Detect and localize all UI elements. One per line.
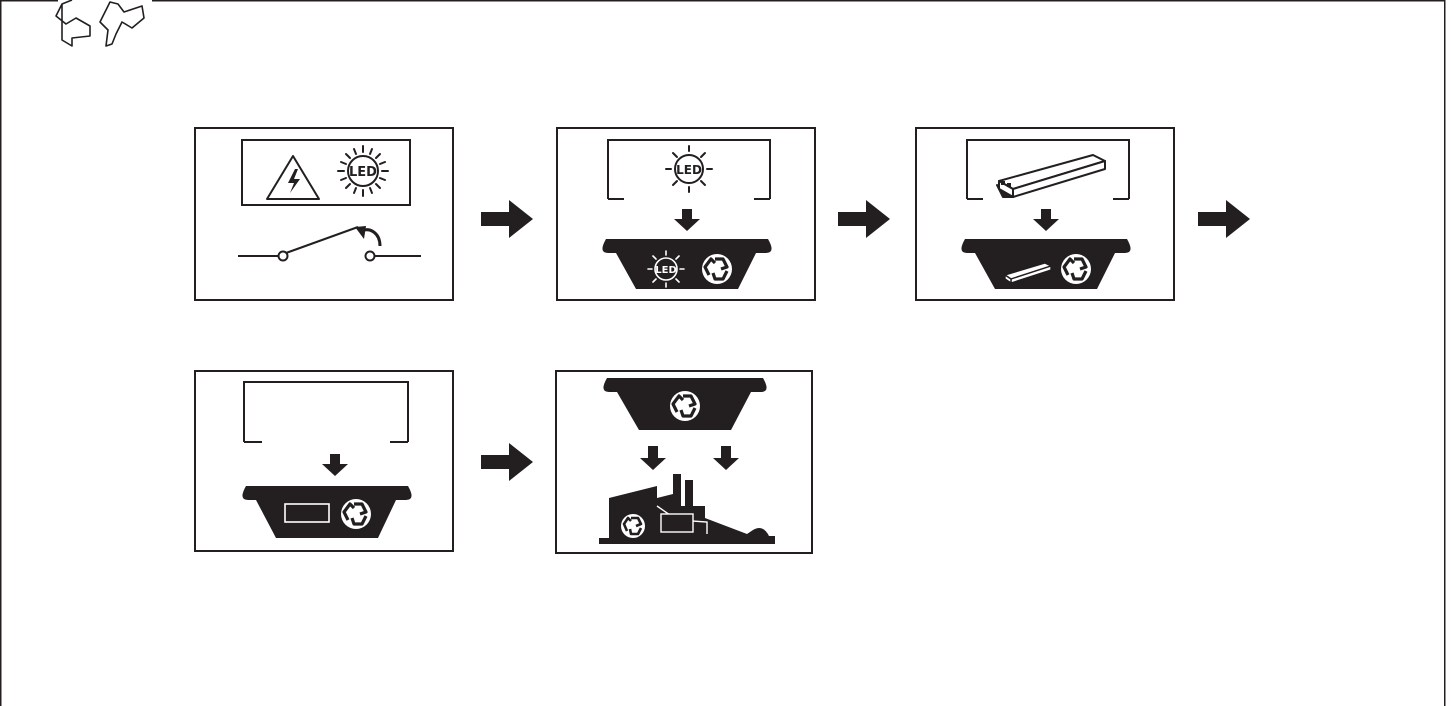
led-text: LED — [676, 163, 702, 177]
recycle-symbol-icon — [621, 514, 645, 538]
step-5-panel — [555, 370, 813, 554]
step-2-diagram: LED LED — [602, 139, 772, 289]
led-driver-icon — [996, 154, 1106, 198]
down-arrow-icon — [1033, 209, 1059, 231]
recycling-bin-icon — [961, 239, 1131, 289]
down-arrow-icon — [322, 454, 348, 476]
recycle-symbol-icon — [341, 499, 371, 529]
recycling-bin-icon — [603, 378, 767, 430]
step-1-panel: LED — [194, 127, 454, 301]
recycle-symbol-icon — [670, 391, 700, 421]
open-switch-icon — [238, 226, 421, 262]
flow-arrow-3 — [1198, 200, 1250, 238]
recycle-arrows-outline-icon — [55, 0, 145, 47]
step-3-panel — [915, 127, 1175, 301]
recycle-symbol-icon — [1061, 254, 1091, 284]
housing-outline — [966, 139, 1130, 200]
step-4-diagram — [242, 381, 412, 538]
recycling-bin-icon — [242, 486, 412, 538]
flow-arrow-4 — [481, 443, 533, 481]
housing-outline — [607, 139, 771, 200]
warning-label-box — [241, 139, 411, 206]
high-voltage-warning-icon — [266, 155, 320, 200]
flow-arrow-1 — [481, 200, 533, 238]
recycle-symbol-icon — [702, 254, 732, 284]
down-arrow-icon — [640, 446, 666, 470]
recycling-factory-icon — [599, 474, 775, 544]
recycling-bin-icon: LED — [602, 239, 772, 289]
led-driver-icon — [1003, 262, 1053, 285]
step-5-diagram — [599, 378, 775, 544]
empty-housing-icon — [243, 381, 409, 443]
led-lamp-icon: LED — [665, 145, 713, 193]
led-text: LED — [349, 165, 377, 180]
step-1-diagram: LED — [238, 139, 421, 262]
empty-housing-icon — [284, 503, 330, 523]
down-arrow-icon — [674, 209, 700, 231]
step-2-panel: LED LED — [556, 127, 816, 301]
step-4-panel — [194, 370, 454, 552]
down-arrow-icon — [713, 446, 739, 470]
led-lamp-icon: LED — [337, 145, 389, 197]
step-3-diagram — [961, 139, 1131, 289]
flow-arrow-2 — [838, 200, 890, 238]
led-text: LED — [655, 265, 677, 276]
